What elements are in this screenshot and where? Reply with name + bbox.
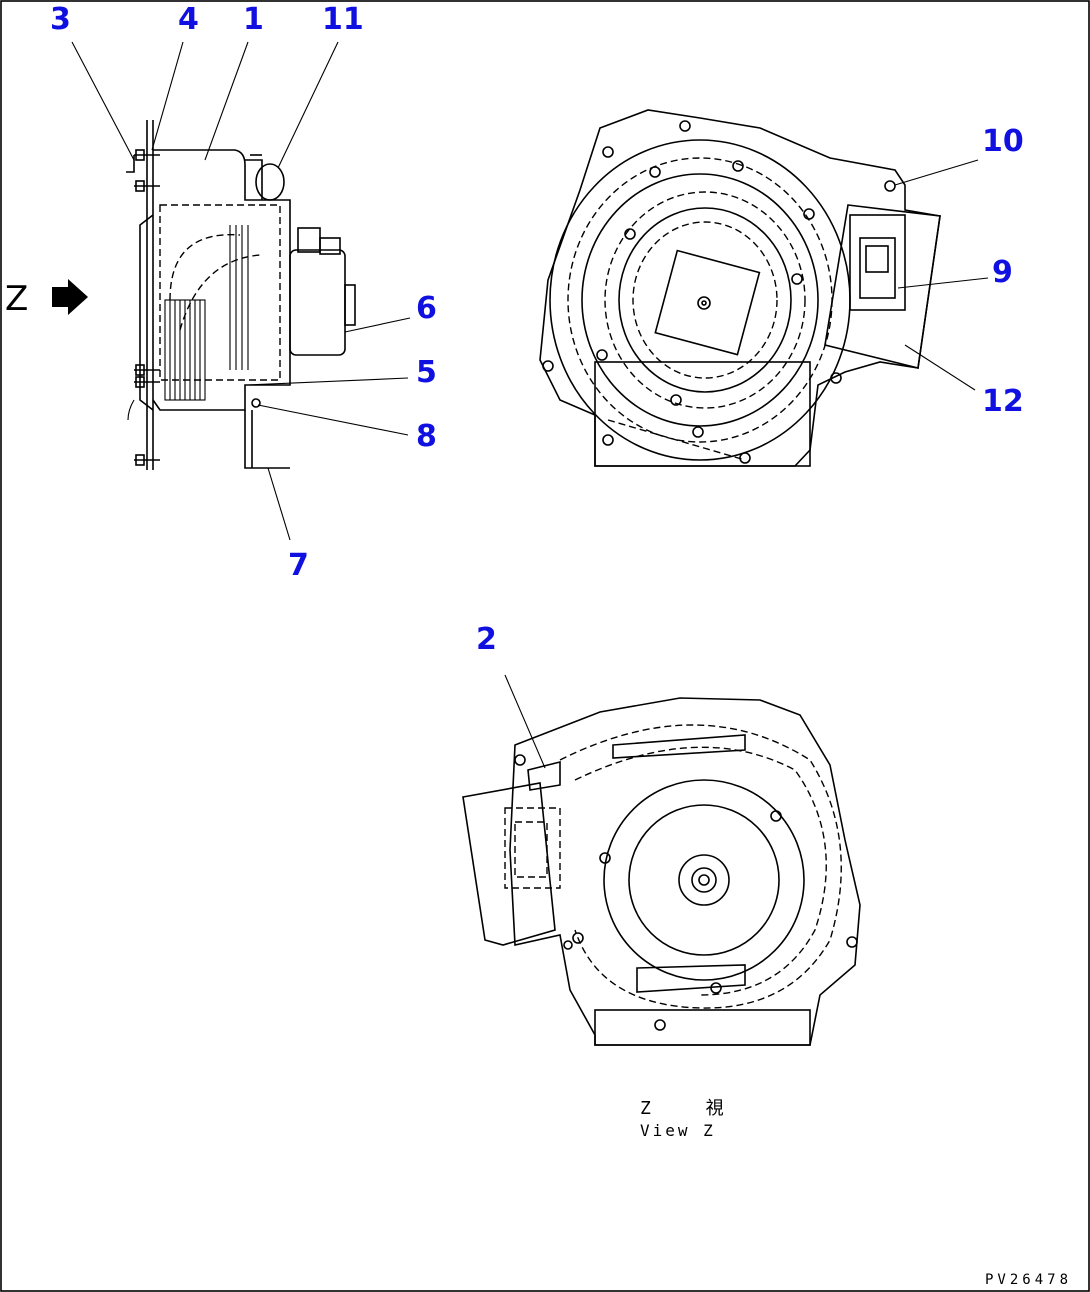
drawing-number: PV26478 xyxy=(985,1272,1073,1288)
callout-1: 1 xyxy=(243,2,264,37)
callout-8: 8 xyxy=(416,419,437,454)
leader-lines xyxy=(71,41,989,769)
view-marker-label: Z xyxy=(5,279,29,319)
callout-2: 2 xyxy=(476,622,497,657)
side-view xyxy=(126,120,356,470)
front-view xyxy=(539,109,941,467)
callout-12: 12 xyxy=(982,384,1024,419)
callout-10: 10 xyxy=(982,124,1024,159)
callout-3: 3 xyxy=(50,2,71,37)
view-caption-jp: Z 視 xyxy=(640,1098,746,1119)
callout-4: 4 xyxy=(178,2,199,37)
view-z-drawing xyxy=(462,697,861,1046)
view-caption-en: View Z xyxy=(640,1121,716,1140)
view-arrow-icon xyxy=(52,279,88,315)
callout-5: 5 xyxy=(416,355,437,390)
callout-9: 9 xyxy=(992,255,1013,290)
callout-7: 7 xyxy=(288,548,309,583)
callout-11: 11 xyxy=(322,2,364,37)
callout-6: 6 xyxy=(416,291,437,326)
